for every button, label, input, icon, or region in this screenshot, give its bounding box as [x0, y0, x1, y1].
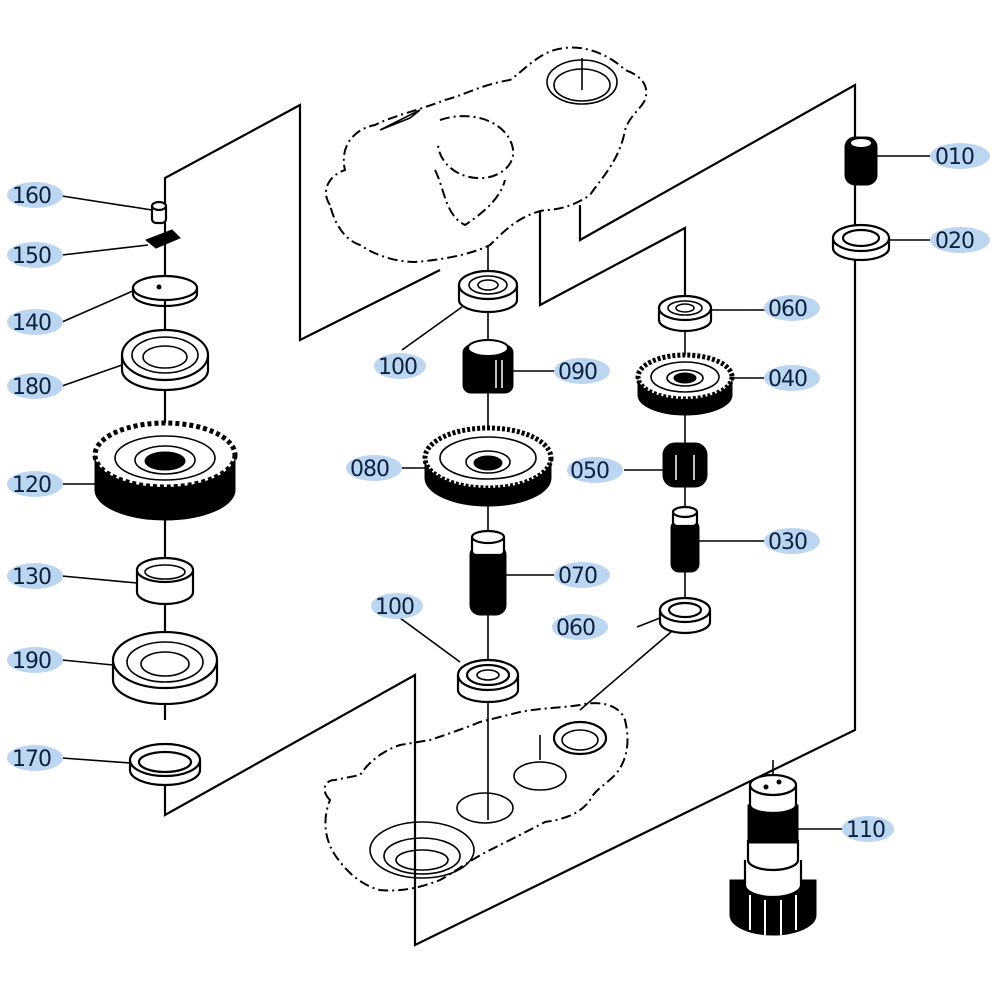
- part-060-bearing-lower: [658, 596, 712, 635]
- callout-190[interactable]: 190: [7, 647, 63, 674]
- callout-180[interactable]: 180: [7, 373, 63, 400]
- part-100-bearing-upper: [457, 269, 519, 314]
- callout-110[interactable]: 110: [842, 816, 894, 843]
- part-180-ball-bearing: [120, 328, 210, 392]
- callout-060-upper[interactable]: 060: [764, 295, 820, 322]
- part-120-large-gear: [92, 420, 238, 521]
- callout-040-text: 040: [768, 367, 807, 392]
- callout-140[interactable]: 140: [7, 309, 63, 336]
- callout-190-text: 190: [12, 649, 51, 674]
- callout-170[interactable]: 170: [7, 745, 63, 772]
- callout-160[interactable]: 160: [7, 182, 63, 209]
- callout-030[interactable]: 030: [764, 528, 820, 555]
- frame-line-outer: [163, 83, 857, 947]
- callout-100-lower[interactable]: 100: [371, 593, 423, 620]
- upper-gear-case: [325, 46, 648, 264]
- callout-170-text: 170: [12, 747, 51, 772]
- callout-130[interactable]: 130: [7, 563, 63, 590]
- callout-090[interactable]: 090: [554, 358, 610, 385]
- part-080-gear: [422, 425, 554, 507]
- callout-080-text: 080: [350, 457, 389, 482]
- part-050-pinion-gear: [662, 442, 708, 488]
- callout-130-text: 130: [12, 565, 51, 590]
- lower-case-bore-right: [513, 761, 567, 791]
- part-160-bolt: [150, 200, 168, 225]
- callout-100-upper[interactable]: 100: [374, 353, 426, 380]
- part-090-pinion-gear: [462, 339, 514, 394]
- callout-010[interactable]: 010: [930, 143, 990, 170]
- part-060-bearing-upper: [657, 294, 713, 333]
- lower-case-main-bore: [369, 821, 475, 879]
- callout-060-upper-text: 060: [768, 297, 807, 322]
- callout-050-text: 050: [570, 459, 609, 484]
- callout-090-text: 090: [558, 360, 597, 385]
- callout-040[interactable]: 040: [764, 365, 820, 392]
- callout-120-text: 120: [12, 473, 51, 498]
- callout-110-text: 110: [846, 818, 885, 843]
- callout-030-text: 030: [768, 530, 807, 555]
- callout-100-upper-text: 100: [378, 355, 417, 380]
- lower-case-bore-middle: [456, 792, 514, 824]
- part-100-bearing-lower: [456, 658, 520, 704]
- part-170-oil-seal: [128, 742, 202, 787]
- part-030-shaft: [670, 505, 700, 573]
- part-140-washer: [131, 274, 199, 308]
- frame-line-left-upper: [163, 103, 441, 342]
- callout-060-lower-text: 060: [556, 616, 595, 641]
- callout-180-text: 180: [12, 375, 51, 400]
- callout-150[interactable]: 150: [7, 242, 63, 269]
- part-130-collar: [135, 556, 195, 606]
- callout-140-text: 140: [12, 311, 51, 336]
- callout-060-lower[interactable]: 060: [552, 614, 608, 641]
- callout-020[interactable]: 020: [930, 227, 990, 254]
- callout-100-lower-text: 100: [375, 595, 414, 620]
- part-190-ball-bearing: [111, 630, 219, 706]
- callout-010-text: 010: [935, 145, 974, 170]
- callout-120[interactable]: 120: [7, 471, 63, 498]
- part-040-gear: [635, 352, 735, 416]
- callout-labels: 160 150 140 180 120 130 190 170 010 020 …: [7, 143, 990, 843]
- callout-020-text: 020: [935, 229, 974, 254]
- part-020-bearing: [831, 223, 891, 262]
- frame-line-middle: [538, 210, 687, 307]
- callout-150-text: 150: [12, 244, 51, 269]
- callout-050[interactable]: 050: [567, 457, 623, 484]
- part-150-lock-plate: [145, 229, 181, 249]
- callout-160-text: 160: [12, 184, 51, 209]
- lower-gear-case: [323, 702, 629, 892]
- callout-070[interactable]: 070: [554, 562, 610, 589]
- leader-lines: [61, 155, 930, 830]
- callout-070-text: 070: [558, 564, 597, 589]
- callout-080[interactable]: 080: [346, 455, 402, 482]
- part-010-pinion-gear-small: [844, 136, 878, 186]
- part-070-shaft: [469, 529, 507, 616]
- part-110-output-shaft: [729, 773, 817, 936]
